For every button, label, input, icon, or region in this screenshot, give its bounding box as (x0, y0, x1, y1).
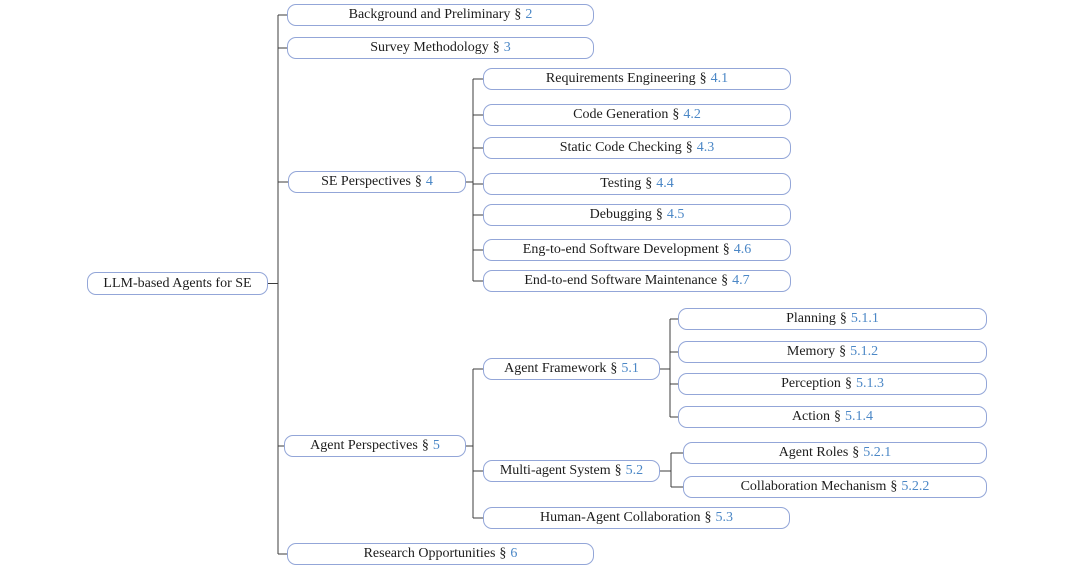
node-collaboration-mechanism: Collaboration Mechanism § 5.2.2 (683, 476, 987, 498)
node-agent-roles: Agent Roles § 5.2.1 (683, 442, 987, 464)
node-human-agent-collaboration: Human-Agent Collaboration § 5.3 (483, 507, 790, 529)
node-label: Perception (781, 376, 841, 391)
node-label: Collaboration Mechanism (740, 479, 887, 494)
node-perception: Perception § 5.1.3 (678, 373, 987, 395)
node-label: Agent Roles (778, 445, 849, 460)
section-ref-link[interactable]: 4.1 (710, 71, 729, 86)
section-symbol: § (499, 546, 507, 561)
node-label: LLM-based Agents for SE (103, 275, 252, 291)
section-symbol: § (839, 311, 847, 326)
section-symbol: § (514, 7, 522, 22)
section-symbol: § (655, 207, 663, 222)
node-label: Agent Perspectives (310, 438, 418, 453)
node-debugging: Debugging § 4.5 (483, 204, 791, 226)
node-se-perspectives: SE Perspectives § 4 (288, 171, 466, 193)
section-ref-link[interactable]: 5.1.3 (855, 376, 884, 391)
node-label: Research Opportunities (363, 546, 496, 561)
node-eng-to-end-software-development: Eng-to-end Software Development § 4.6 (483, 239, 791, 261)
node-memory: Memory § 5.1.2 (678, 341, 987, 363)
node-label: End-to-end Software Maintenance (524, 273, 718, 288)
node-label: Multi-agent System (499, 463, 611, 478)
section-symbol: § (614, 463, 622, 478)
node-label: Static Code Checking (559, 140, 682, 155)
section-symbol: § (890, 479, 898, 494)
section-ref-link[interactable]: 4.5 (666, 207, 685, 222)
section-symbol: § (844, 376, 852, 391)
node-label: Debugging (589, 207, 652, 222)
se-perspectives-connectors (466, 78, 483, 282)
section-ref-link[interactable]: 5.1.4 (845, 409, 874, 424)
node-label: Survey Methodology (370, 40, 489, 55)
section-symbol: § (704, 510, 712, 525)
node-llm-based-agents-for-se: LLM-based Agents for SE (87, 272, 268, 295)
node-label: Agent Framework (504, 361, 607, 376)
node-action: Action § 5.1.4 (678, 406, 987, 428)
node-code-generation: Code Generation § 4.2 (483, 104, 791, 126)
section-symbol: § (492, 40, 500, 55)
node-planning: Planning § 5.1.1 (678, 308, 987, 330)
section-symbol: § (699, 71, 707, 86)
section-ref-link[interactable]: 5.3 (715, 510, 734, 525)
root-trunk-connectors (268, 14, 288, 555)
node-label: Human-Agent Collaboration (539, 510, 701, 525)
section-ref-link[interactable]: 5.1.2 (850, 344, 879, 359)
section-symbol: § (852, 445, 860, 460)
section-ref-link[interactable]: 2 (525, 7, 533, 22)
section-symbol: § (839, 344, 847, 359)
section-ref-link[interactable]: 3 (503, 40, 511, 55)
section-ref-link[interactable]: 5.2.1 (863, 445, 892, 460)
node-label: Planning (786, 311, 836, 326)
node-background-and-preliminary: Background and Preliminary § 2 (287, 4, 594, 26)
section-ref-link[interactable]: 4.6 (733, 242, 752, 257)
section-ref-link[interactable]: 5 (432, 438, 440, 453)
node-label: Background and Preliminary (348, 7, 511, 22)
node-static-code-checking: Static Code Checking § 4.3 (483, 137, 791, 159)
node-research-opportunities: Research Opportunities § 6 (287, 543, 594, 565)
section-ref-link[interactable]: 4.4 (656, 176, 674, 191)
section-ref-link[interactable]: 4.7 (732, 273, 750, 288)
node-label: Testing (600, 176, 642, 191)
agent-perspectives-connectors (466, 368, 483, 519)
section-symbol: § (421, 438, 429, 453)
node-multi-agent-system: Multi-agent System § 5.2 (483, 460, 660, 482)
section-symbol: § (610, 361, 618, 376)
section-ref-link[interactable]: 4.3 (696, 140, 715, 155)
section-ref-link[interactable]: 5.1.1 (850, 311, 879, 326)
node-agent-framework: Agent Framework § 5.1 (483, 358, 660, 380)
agent-framework-connectors (660, 318, 678, 418)
section-ref-link[interactable]: 4 (425, 174, 433, 189)
section-symbol: § (672, 107, 680, 122)
node-label: SE Perspectives (321, 174, 411, 189)
node-label: Requirements Engineering (545, 71, 696, 86)
section-symbol: § (414, 174, 422, 189)
node-requirements-engineering: Requirements Engineering § 4.1 (483, 68, 791, 90)
node-agent-perspectives: Agent Perspectives § 5 (284, 435, 466, 457)
section-ref-link[interactable]: 5.2 (625, 463, 644, 478)
section-ref-link[interactable]: 5.2.2 (901, 479, 930, 494)
node-label: Action (791, 409, 831, 424)
node-survey-methodology: Survey Methodology § 3 (287, 37, 594, 59)
node-label: Code Generation (573, 107, 669, 122)
section-ref-link[interactable]: 6 (510, 546, 518, 561)
section-symbol: § (685, 140, 693, 155)
multi-agent-system-connectors (660, 452, 683, 488)
node-end-to-end-software-maintenance: End-to-end Software Maintenance § 4.7 (483, 270, 791, 292)
section-symbol: § (721, 273, 729, 288)
section-ref-link[interactable]: 5.1 (621, 361, 639, 376)
section-symbol: § (834, 409, 842, 424)
node-label: Eng-to-end Software Development (522, 242, 719, 257)
section-ref-link[interactable]: 4.2 (683, 107, 701, 122)
section-symbol: § (722, 242, 730, 257)
node-testing: Testing § 4.4 (483, 173, 791, 195)
node-label: Memory (786, 344, 836, 359)
section-symbol: § (645, 176, 653, 191)
